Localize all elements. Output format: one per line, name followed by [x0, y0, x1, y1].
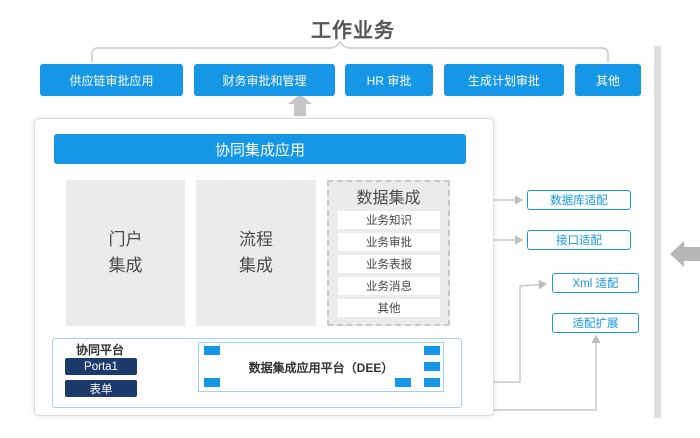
adapter-extension[interactable]: 适配扩展	[552, 313, 639, 333]
business-other[interactable]: 其他	[575, 64, 641, 96]
dee-port-bottom	[395, 378, 411, 387]
page-title: 工作业务	[311, 20, 395, 42]
dee-port-right-2	[424, 362, 440, 371]
data-item-knowledge[interactable]: 业务知识	[338, 211, 440, 229]
business-production-plan[interactable]: 生成计划审批	[444, 64, 564, 96]
dee-port-right-1	[424, 346, 440, 355]
up-arrow-head	[288, 94, 312, 104]
business-hr[interactable]: HR 审批	[345, 64, 433, 96]
dee-port-right-3	[424, 378, 440, 387]
adapter-xml[interactable]: Xml 适配	[552, 273, 639, 293]
platform-form[interactable]: 表单	[65, 380, 137, 397]
data-item-report[interactable]: 业务表报	[338, 255, 440, 273]
platform-area	[52, 338, 462, 408]
data-item-approval[interactable]: 业务审批	[338, 233, 440, 251]
data-integration-title: 数据集成	[356, 190, 421, 207]
left-arrow	[670, 241, 700, 267]
portal-integration[interactable]: 门户 集成	[66, 180, 185, 326]
platform-label: 协同平台	[76, 343, 125, 357]
dee-port-left-bottom	[204, 378, 220, 387]
platform-portal[interactable]: Porta1	[65, 358, 137, 375]
process-integration[interactable]: 流程 集成	[196, 180, 316, 326]
dee-port-left-top	[204, 346, 220, 355]
collab-title: 协同集成应用	[54, 134, 466, 164]
adapter-database[interactable]: 数据库适配	[527, 190, 631, 210]
data-item-message[interactable]: 业务消息	[338, 277, 440, 295]
brace-line	[91, 40, 609, 62]
up-arrow-stem	[294, 104, 306, 116]
dee-label: 数据集成应用平台（DEE）	[248, 361, 394, 375]
data-item-other[interactable]: 其他	[338, 299, 440, 317]
business-finance[interactable]: 财务审批和管理	[194, 64, 335, 96]
right-bar	[654, 46, 661, 418]
business-supply-chain[interactable]: 供应链审批应用	[40, 64, 183, 96]
adapter-interface[interactable]: 接口适配	[527, 230, 631, 250]
